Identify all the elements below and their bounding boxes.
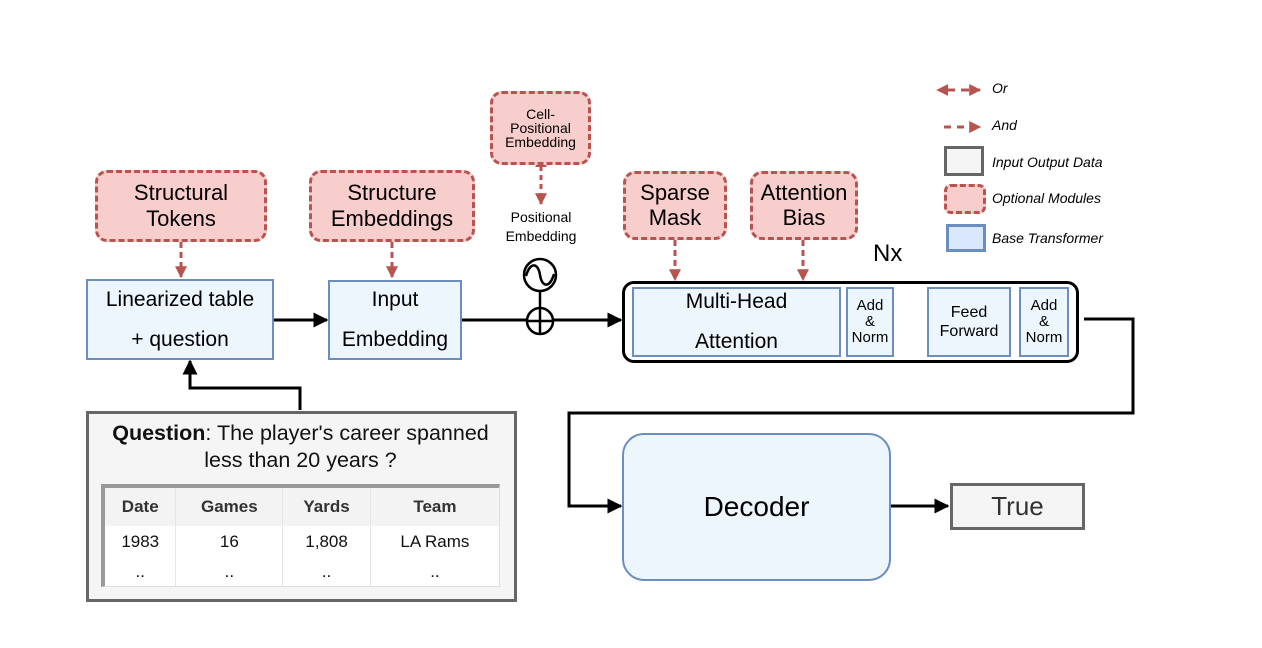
decoder-module: Decoder xyxy=(622,433,891,581)
table-row: .. .. .. .. xyxy=(105,555,499,586)
cell-positional-line2: Positional xyxy=(510,120,571,136)
question-text: : The player's career spanned less than … xyxy=(204,421,489,472)
structural-tokens-module: Structural Tokens xyxy=(95,170,267,242)
sparse-mask-line2: Mask xyxy=(648,204,702,230)
legend-io-label: Input Output Data xyxy=(992,154,1103,170)
attention-bias-line2: Bias xyxy=(782,204,826,230)
table-header-row: Date Games Yards Team xyxy=(105,487,499,526)
add-norm-2-line3: Norm xyxy=(1025,328,1063,346)
linearized-line1: Linearized table xyxy=(105,287,255,311)
question-label: Question xyxy=(112,421,206,445)
encoder-to-decoder-arrow xyxy=(567,317,1135,514)
input-embedding-line1: Input xyxy=(371,288,419,312)
question-text-block: Question: The player's career spanned le… xyxy=(101,420,500,474)
table-cell: 1983 xyxy=(105,525,176,556)
add-norm-2-module: Add & Norm xyxy=(1019,287,1069,357)
structure-embeddings-line1: Structure xyxy=(347,179,437,205)
input-embedding-line2: Embedding xyxy=(341,328,449,351)
positional-embedding-label: Positional Embedding xyxy=(488,206,594,248)
table-cell: LA Rams xyxy=(369,525,499,556)
multi-head-attention-module: Multi-Head Attention xyxy=(632,287,841,357)
add-norm-1-line2: & xyxy=(864,313,875,331)
add-norm-1-line1: Add xyxy=(856,297,884,315)
nx-label: Nx xyxy=(873,240,903,267)
legend-io-swatch xyxy=(944,146,984,176)
table-cell: 16 xyxy=(175,525,283,556)
decoder-label: Decoder xyxy=(703,491,810,522)
linearized-table-module: Linearized table + question xyxy=(86,279,274,360)
attention-bias-line1: Attention xyxy=(760,180,848,206)
table-cell: .. xyxy=(282,555,371,586)
example-table: Date Games Yards Team 1983 16 1,808 LA R… xyxy=(105,487,499,586)
legend-or-label: Or xyxy=(992,80,1008,96)
add-circle-icon xyxy=(525,306,555,336)
input-embedding-module: Input Embedding xyxy=(328,280,462,360)
cell-positional-line3: Embedding xyxy=(505,134,576,150)
legend-base-label: Base Transformer xyxy=(992,230,1103,246)
add-norm-1-module: Add & Norm xyxy=(846,287,894,357)
feed-forward-module: Feed Forward xyxy=(927,287,1011,357)
feed-forward-line1: Feed xyxy=(950,303,988,321)
table-header-games: Games xyxy=(175,487,283,526)
feed-forward-line2: Forward xyxy=(939,323,999,340)
structure-embeddings-line2: Embeddings xyxy=(330,206,454,231)
sparse-mask-line1: Sparse xyxy=(640,180,710,206)
output-box: True xyxy=(950,483,1085,530)
output-label: True xyxy=(991,491,1044,521)
table-row: 1983 16 1,808 LA Rams xyxy=(105,525,499,556)
table-cell: .. xyxy=(175,555,283,586)
table-header-team: Team xyxy=(369,487,499,526)
question-to-linearized-arrow xyxy=(182,359,302,410)
attention-bias-module: Attention Bias xyxy=(750,171,858,240)
table-cell: 1,808 xyxy=(282,525,371,556)
input-example-box: Question: The player's career spanned le… xyxy=(86,411,517,602)
positional-embedding-line1: Positional xyxy=(510,209,572,226)
structural-tokens-line1: Structural xyxy=(133,179,229,205)
structural-tokens-line2: Tokens xyxy=(146,206,216,231)
add-norm-1-line3: Norm xyxy=(851,328,889,346)
legend-base-swatch xyxy=(946,224,986,252)
cell-positional-line1: Cell- xyxy=(526,106,555,122)
legend-and-label: And xyxy=(992,117,1017,133)
sparse-mask-module: Sparse Mask xyxy=(623,171,727,240)
positional-embedding-line2: Embedding xyxy=(505,228,577,244)
table-header-yards: Yards xyxy=(282,487,371,526)
structure-embeddings-module: Structure Embeddings xyxy=(309,170,475,242)
table-header-date: Date xyxy=(105,487,176,526)
linearized-line2: + question xyxy=(131,327,229,351)
example-table-frame: Date Games Yards Team 1983 16 1,808 LA R… xyxy=(101,483,500,587)
table-cell: .. xyxy=(105,555,176,586)
add-norm-2-line1: Add xyxy=(1030,297,1058,315)
add-norm-2-line2: & xyxy=(1038,313,1049,331)
multi-head-line1: Multi-Head xyxy=(685,290,788,314)
sinusoid-icon xyxy=(522,257,558,293)
multi-head-line2: Attention xyxy=(695,330,778,353)
legend-optional-swatch xyxy=(944,184,986,214)
table-cell: .. xyxy=(369,555,499,586)
cell-positional-embedding-module: Cell- Positional Embedding xyxy=(490,91,591,165)
legend-optional-label: Optional Modules xyxy=(992,190,1101,206)
